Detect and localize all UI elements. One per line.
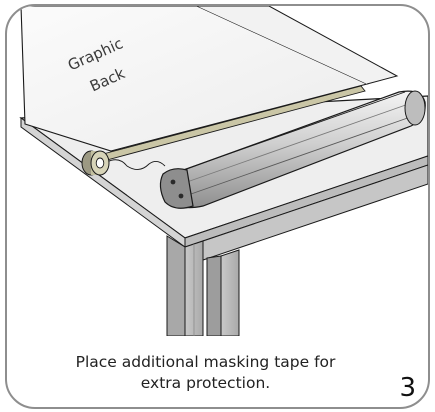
banner-stand-cassette [159, 90, 426, 209]
step-caption: Place additional masking tape for extra … [27, 352, 384, 394]
table-leg-rear [220, 249, 240, 336]
masking-tape-roll [81, 150, 110, 176]
table-side-rail [202, 164, 428, 261]
table-side-edge [184, 155, 428, 248]
caption-line1: Place additional masking tape for [75, 353, 336, 371]
step-number: 3 [399, 373, 416, 403]
instruction-step-card: Graphic Back Place additional masking ta… [5, 4, 430, 409]
table-leg-front [166, 235, 186, 336]
graphic-sheet [20, 6, 369, 152]
caption-line2: extra protection. [140, 374, 271, 392]
setup-illustration [19, 6, 428, 336]
